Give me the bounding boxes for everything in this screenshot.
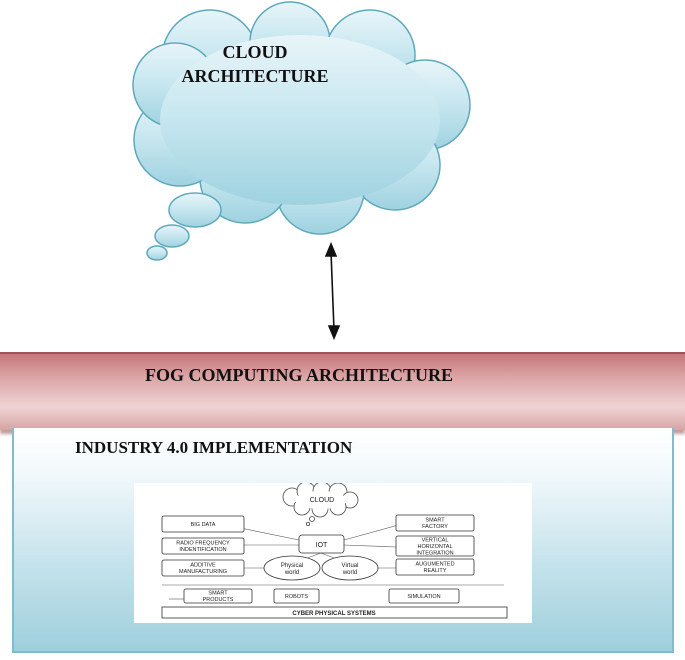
cloud-title-line2: ARCHITECTURE (181, 66, 329, 86)
right-node-0-box (395, 514, 475, 532)
right-node-1-label: HORIZONTAL (417, 544, 452, 550)
right-node-0-label: FACTORY (422, 524, 448, 530)
industry-implementation-title: INDUSTRY 4.0 IMPLEMENTATION (75, 438, 353, 457)
cloud-title-line1: CLOUD (222, 42, 288, 62)
iot-hub-label: IOT (316, 542, 328, 549)
left-node-0-label: BIG DATA (191, 522, 216, 528)
cyber-physical-systems-label: CYBER PHYSICAL SYSTEMS (292, 611, 375, 617)
left-node-1-label: INDENTIFICATION (179, 547, 226, 553)
small-cloud-shape (282, 481, 359, 527)
cloud-architecture-title: CLOUD ARCHITECTURE (180, 40, 330, 88)
right-node-1-label: INTEGRATION (416, 550, 453, 556)
physical-world-label-1: Physical (281, 563, 303, 569)
small-cloud-label: CLOUD (310, 497, 335, 504)
left-node-1-label: RADIO FREQUENCY (176, 541, 230, 547)
right-node-1-box (395, 535, 475, 557)
bottom-item-1-box (273, 588, 320, 604)
right-node-2-label: REALITY (424, 568, 447, 574)
physical-world-label-2: world (284, 570, 299, 576)
bidirectional-arrow (324, 241, 341, 341)
cloud-diagram (132, 1, 471, 341)
right-node-1-label: VERTICAL (422, 537, 449, 543)
bottom-item-2-box (388, 588, 460, 604)
bottom-item-0-box (183, 588, 253, 604)
bottom-item-1-label: ROBOTS (285, 594, 309, 600)
iot-hub-box (298, 534, 345, 554)
right-node-2-box (395, 558, 475, 576)
fog-computing-band (0, 352, 685, 430)
bottom-item-0-label: PRODUCTS (203, 597, 234, 603)
virtual-world-label-2: world (342, 570, 357, 576)
bottom-item-0-label: SMART (208, 591, 228, 597)
left-node-2-box (161, 559, 245, 577)
right-node-2-label: AUGUMENTED (415, 562, 454, 568)
cloud-shape (132, 1, 471, 235)
cyber-physical-systems-box (161, 606, 508, 619)
right-node-0-label: SMART (425, 518, 445, 524)
left-node-2-label: MANUFACTURING (179, 569, 227, 575)
bottom-item-2-label: SIMULATION (407, 594, 440, 600)
physical-world-ellipse (263, 555, 321, 581)
virtual-world-ellipse (321, 555, 379, 581)
industry-diagram: CLOUD IOT BIG DATA RADIO FREQUENCYINDENTI… (161, 481, 508, 619)
thought-bubbles (146, 192, 222, 261)
left-node-1-box (161, 537, 245, 555)
left-node-2-label: ADDITIVE (190, 563, 216, 569)
virtual-world-label-1: Virtual (342, 563, 359, 569)
left-node-0-box (161, 515, 245, 533)
fog-computing-title: FOG COMPUTING ARCHITECTURE (145, 365, 454, 385)
